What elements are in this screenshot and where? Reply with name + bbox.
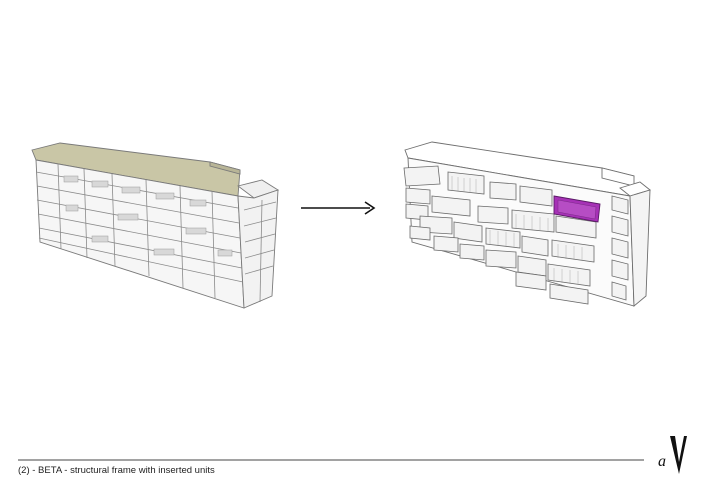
structural-frame-model bbox=[31, 142, 280, 309]
frame-openings bbox=[63, 175, 233, 257]
figure-caption: (2) - BETA - structural frame with inser… bbox=[18, 465, 215, 476]
inserted-unit-boxes bbox=[403, 165, 629, 305]
frame-side-core bbox=[237, 189, 279, 309]
av-logo: a bbox=[658, 436, 687, 474]
frame-grid bbox=[35, 163, 277, 303]
units-side-core bbox=[629, 189, 651, 307]
svg-text:a: a bbox=[658, 453, 666, 470]
highlighted-unit bbox=[553, 195, 601, 223]
arrow-right-icon bbox=[301, 201, 376, 215]
unit-glazing-lines bbox=[451, 176, 583, 285]
